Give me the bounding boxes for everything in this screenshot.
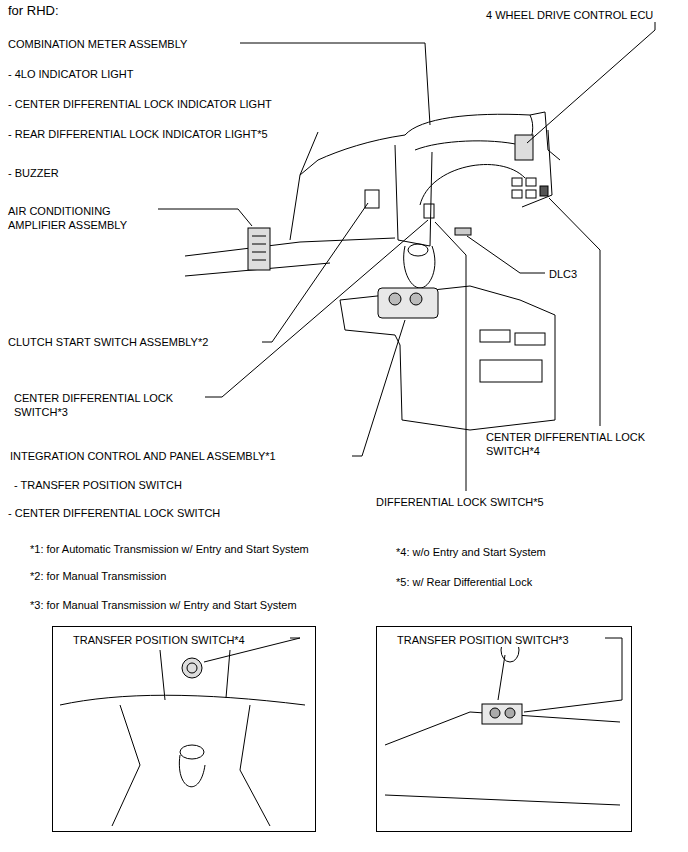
inset-title: TRANSFER POSITION SWITCH*3 xyxy=(395,633,571,647)
leader-lines xyxy=(158,22,655,491)
part-label: COMBINATION METER ASSEMBLY xyxy=(8,37,187,51)
part-label: for RHD: xyxy=(8,4,59,18)
part-label: CLUTCH START SWITCH ASSEMBLY*2 xyxy=(8,335,208,349)
footnote: *1: for Automatic Transmission w/ Entry … xyxy=(30,542,309,556)
part-label: - 4LO INDICATOR LIGHT xyxy=(8,67,134,81)
part-label: - BUZZER xyxy=(8,166,59,180)
part-label: - TRANSFER POSITION SWITCH xyxy=(14,478,182,492)
inset-box: TRANSFER POSITION SWITCH*4 xyxy=(52,626,316,832)
part-label: - REAR DIFFERENTIAL LOCK INDICATOR LIGHT… xyxy=(8,127,268,141)
footnote: *3: for Manual Transmission w/ Entry and… xyxy=(30,598,297,612)
part-label: - CENTER DIFFERENTIAL LOCK INDICATOR LIG… xyxy=(8,97,272,111)
part-label: DLC3 xyxy=(549,267,577,281)
inset-box: TRANSFER POSITION SWITCH*3 xyxy=(376,626,632,832)
part-label: 4 WHEEL DRIVE CONTROL ECU xyxy=(486,8,653,22)
footnote: *4: w/o Entry and Start System xyxy=(396,545,546,559)
footnote: *5: w/ Rear Differential Lock xyxy=(396,575,532,589)
part-label: CENTER DIFFERENTIAL LOCK SWITCH*3 xyxy=(14,391,204,419)
part-label: - CENTER DIFFERENTIAL LOCK SWITCH xyxy=(8,506,220,520)
footnote: *2: for Manual Transmission xyxy=(30,569,166,583)
part-label: CENTER DIFFERENTIAL LOCK SWITCH*4 xyxy=(486,430,676,458)
part-label: DIFFERENTIAL LOCK SWITCH*5 xyxy=(376,495,544,509)
part-label: AIR CONDITIONING AMPLIFIER ASSEMBLY xyxy=(8,204,153,232)
inset-title: TRANSFER POSITION SWITCH*4 xyxy=(71,633,247,647)
part-label: INTEGRATION CONTROL AND PANEL ASSEMBLY*1 xyxy=(10,449,276,463)
dashboard-drawing xyxy=(185,112,560,430)
inset-drawings xyxy=(60,638,622,826)
